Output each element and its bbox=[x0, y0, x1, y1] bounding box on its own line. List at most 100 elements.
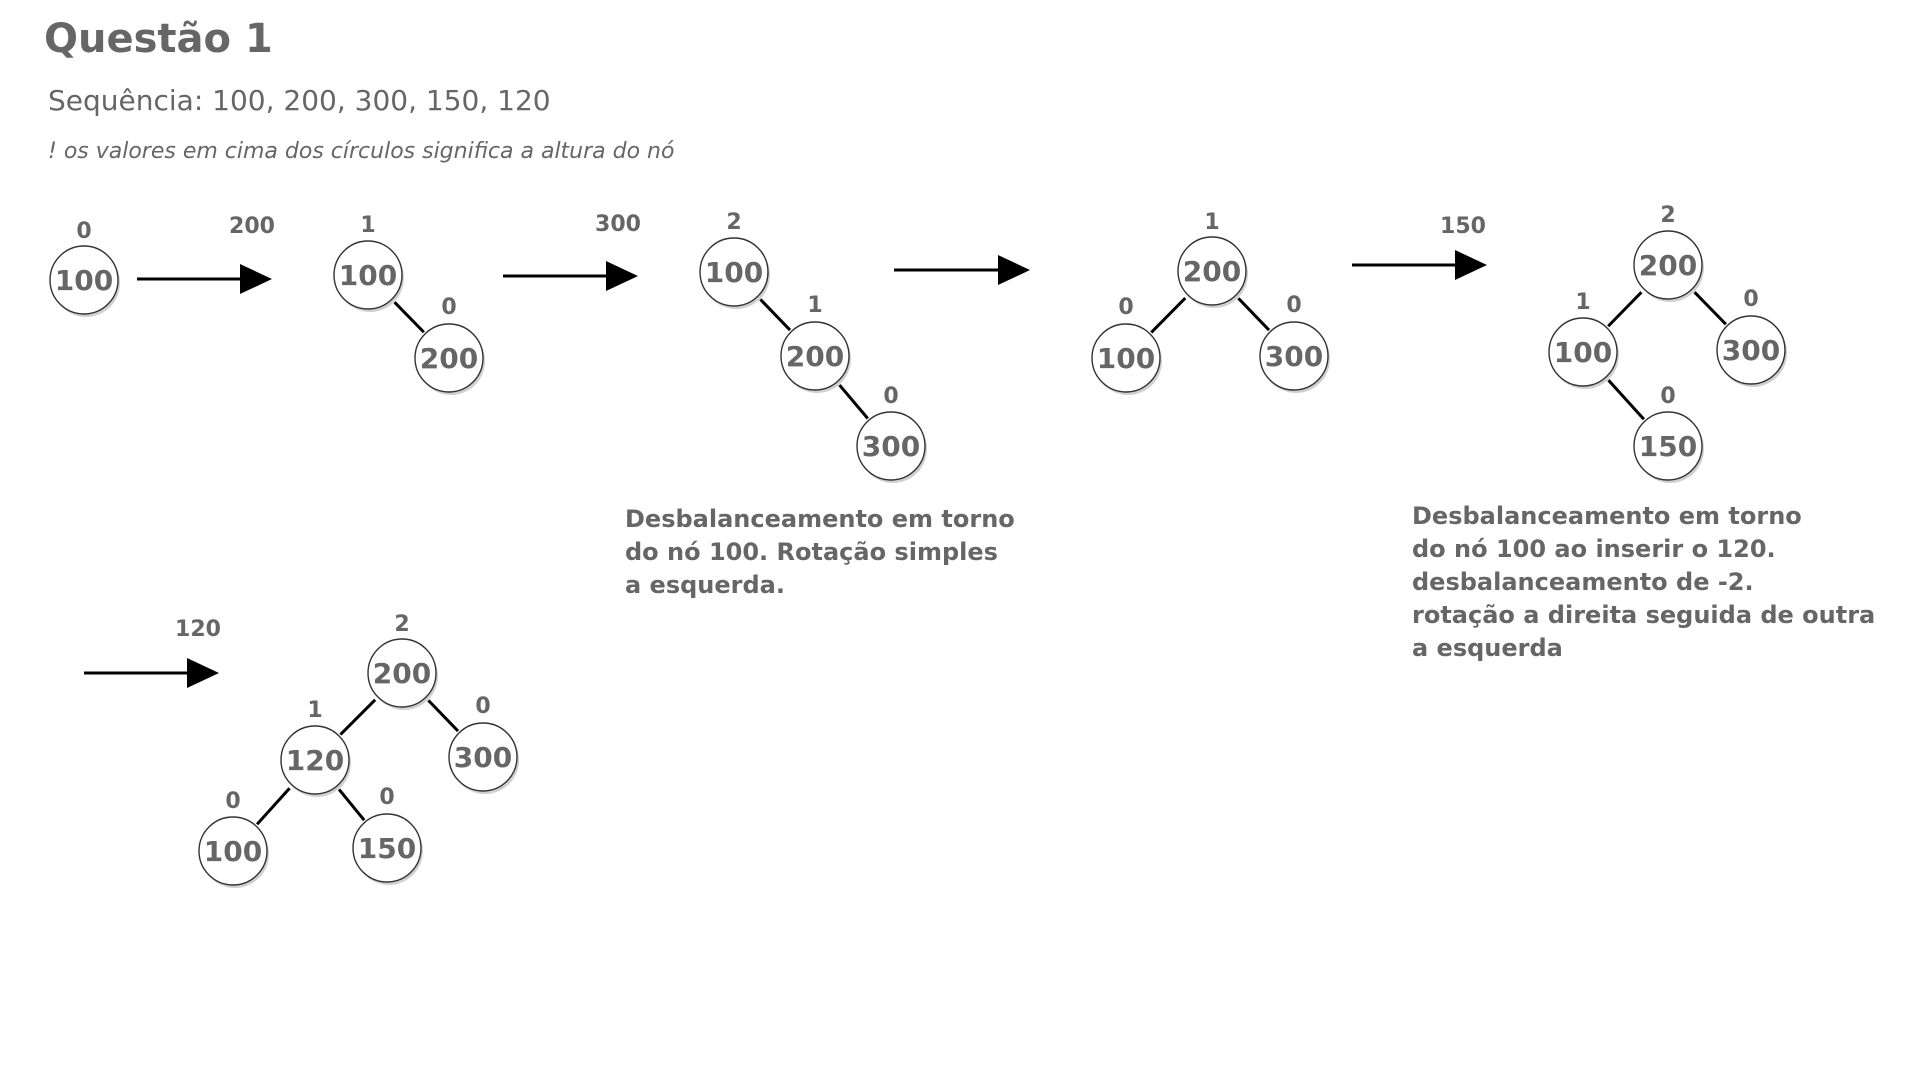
insert-arrow: 150 bbox=[1352, 214, 1487, 280]
node-height: 0 bbox=[1743, 287, 1758, 312]
insert-arrow: 200 bbox=[137, 214, 275, 294]
arrow-head-icon bbox=[606, 261, 638, 291]
tree-edge bbox=[1237, 297, 1271, 332]
tree-edge bbox=[1150, 296, 1187, 334]
tree-edge bbox=[255, 787, 291, 826]
node-circle bbox=[1259, 321, 1329, 391]
explanation-line: Desbalanceamento em torno bbox=[1412, 502, 1802, 530]
arrow-head-icon bbox=[998, 255, 1030, 285]
insert-arrow: 120 bbox=[84, 617, 221, 688]
arrow-head-icon bbox=[187, 658, 219, 688]
explanation-double-rotation: Desbalanceamento em torno do nó 100 ao i… bbox=[1412, 500, 1875, 665]
node-height: 0 bbox=[475, 694, 490, 719]
node-circle bbox=[699, 237, 769, 307]
node-circle bbox=[1177, 236, 1247, 306]
tree-node: 100 0 bbox=[198, 789, 269, 888]
node-height: 2 bbox=[394, 612, 409, 637]
explanation-line: rotação a direita seguida de outra bbox=[1412, 601, 1876, 629]
node-circle bbox=[1633, 230, 1703, 300]
tree-node: 100 2 bbox=[699, 210, 770, 309]
node-circle bbox=[1548, 317, 1618, 387]
node-height: 0 bbox=[76, 219, 91, 244]
node-circle bbox=[367, 638, 437, 708]
explanation-line: Desbalanceamento em torno bbox=[625, 505, 1015, 533]
node-height: 1 bbox=[360, 213, 375, 238]
node-key: 100 bbox=[339, 259, 397, 292]
node-key: 300 bbox=[454, 741, 512, 774]
avl-tree-state: 100 0 bbox=[49, 219, 120, 317]
inserted-value-label: 150 bbox=[1440, 214, 1486, 239]
node-height: 0 bbox=[379, 785, 394, 810]
node-key: 300 bbox=[862, 430, 920, 463]
explanation-line: a esquerda. bbox=[625, 571, 785, 599]
explanation-line: do nó 100 ao inserir o 120. bbox=[1412, 535, 1776, 563]
node-key: 100 bbox=[204, 835, 262, 868]
node-height: 0 bbox=[1286, 293, 1301, 318]
node-circle bbox=[414, 323, 484, 393]
node-height: 0 bbox=[1660, 384, 1675, 409]
node-circle bbox=[280, 725, 350, 795]
inserted-value-label: 300 bbox=[595, 212, 641, 237]
node-circle bbox=[1716, 315, 1786, 385]
node-height: 1 bbox=[1204, 210, 1219, 235]
node-circle bbox=[1633, 411, 1703, 481]
node-circle bbox=[198, 816, 268, 886]
tree-edge bbox=[759, 298, 792, 332]
insertion-sequence: Sequência: 100, 200, 300, 150, 120 bbox=[48, 84, 551, 117]
page-title: Questão 1 bbox=[44, 16, 273, 62]
node-height: 1 bbox=[307, 698, 322, 723]
tree-node: 120 1 bbox=[280, 698, 351, 797]
node-height: 2 bbox=[1660, 203, 1675, 228]
tree-node: 300 0 bbox=[448, 694, 519, 794]
tree-node: 100 0 bbox=[49, 219, 120, 317]
insert-arrow: 300 bbox=[503, 212, 641, 291]
node-key: 200 bbox=[786, 340, 844, 373]
tree-edge bbox=[337, 788, 366, 822]
tree-edge bbox=[838, 384, 869, 420]
node-height: 0 bbox=[225, 789, 240, 814]
explanation-rotation-left: Desbalanceamento em torno do nó 100. Rot… bbox=[625, 503, 1015, 602]
tree-node: 100 1 bbox=[333, 213, 404, 312]
node-height: 0 bbox=[883, 384, 898, 409]
tree-edge bbox=[339, 698, 377, 736]
arrow-head-icon bbox=[240, 264, 272, 294]
node-key: 200 bbox=[1183, 255, 1241, 288]
tree-node: 300 0 bbox=[856, 384, 927, 483]
node-key: 300 bbox=[1722, 334, 1780, 367]
node-key: 200 bbox=[1639, 249, 1697, 282]
node-key: 100 bbox=[705, 256, 763, 289]
node-key: 100 bbox=[1097, 342, 1155, 375]
node-circle bbox=[448, 722, 518, 792]
node-key: 200 bbox=[373, 657, 431, 690]
tree-edge bbox=[1693, 291, 1727, 326]
inserted-value-label: 120 bbox=[175, 617, 221, 642]
node-key: 150 bbox=[358, 832, 416, 865]
node-key: 200 bbox=[420, 342, 478, 375]
node-key: 120 bbox=[286, 744, 344, 777]
insert-arrow bbox=[894, 255, 1030, 285]
node-height: 2 bbox=[726, 210, 741, 235]
node-circle bbox=[856, 411, 926, 481]
node-circle bbox=[780, 321, 850, 391]
tree-edge bbox=[1607, 291, 1643, 328]
node-circle bbox=[352, 813, 422, 883]
node-height: 1 bbox=[807, 293, 822, 318]
node-key: 100 bbox=[55, 264, 113, 297]
explanation-line: do nó 100. Rotação simples bbox=[625, 538, 998, 566]
height-note: ! os valores em cima dos círculos signif… bbox=[48, 139, 675, 164]
